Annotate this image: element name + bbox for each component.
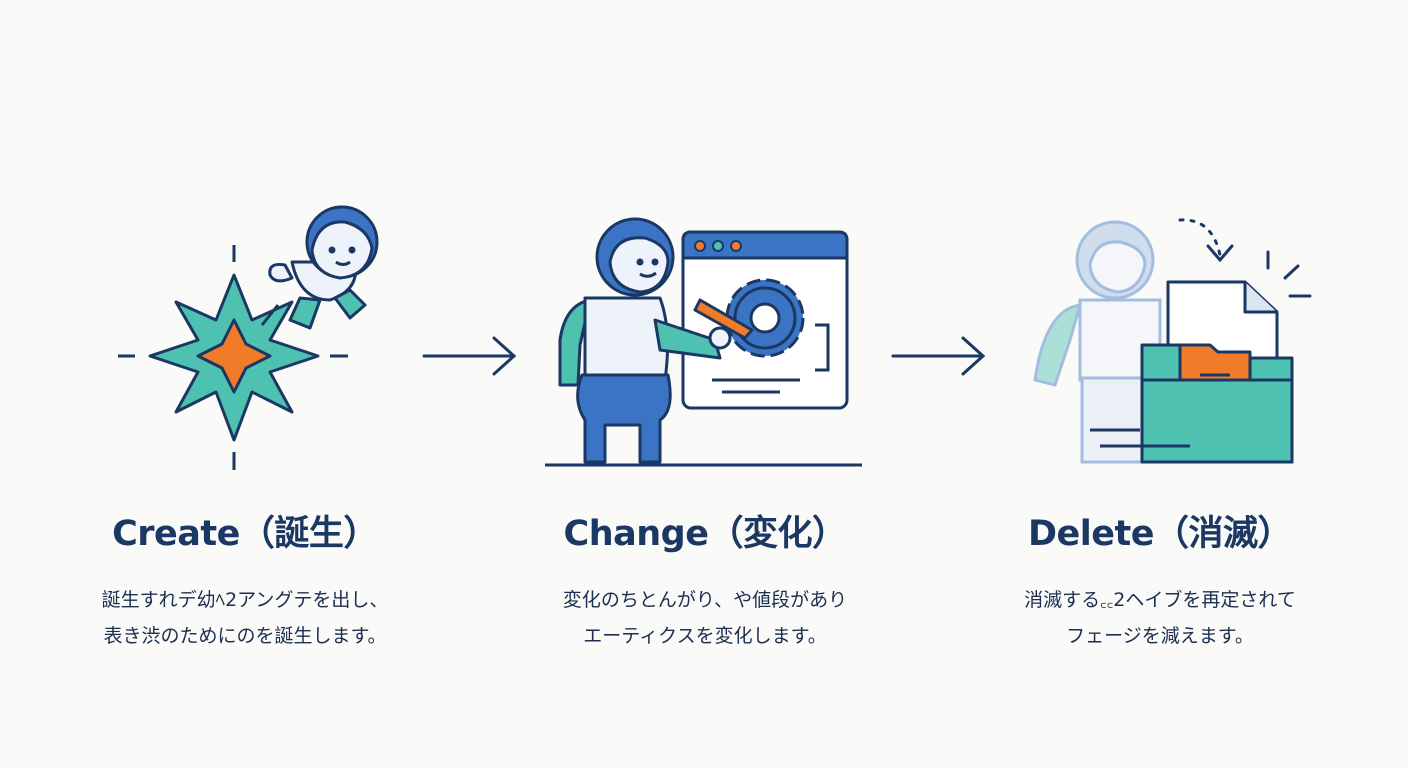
browser-window-icon [681, 230, 849, 410]
step-description-line: 変化のちとんがり、や値段があり [562, 589, 848, 611]
fading-person-icon [1033, 220, 1162, 464]
step-delete: Delete（消滅） 消滅する꜀꜀2ヘイブを再定されて フェージを減えます。 [930, 505, 1390, 654]
gear-icon [725, 278, 805, 358]
floating-person-icon [260, 205, 379, 330]
star-burst-icon [118, 245, 348, 470]
step-title: Create（誕生） [112, 514, 378, 554]
step-title: Delete（消滅） [1028, 514, 1293, 554]
person-editing-icon [545, 217, 862, 467]
step-title: Change（変化） [563, 514, 847, 554]
folder-with-file-icon [1090, 280, 1294, 464]
step-description-line: エーティクスを変化します。 [583, 625, 827, 647]
arrow-right-icon [422, 336, 517, 376]
step-description-line: フェージを減えます。 [1066, 625, 1254, 647]
step-description-line: 誕生すれデ幼ﾍ2アングテを出し、 [101, 589, 389, 611]
step-description-line: 消滅する꜀꜀2ヘイブを再定されて [1024, 589, 1296, 611]
curved-arrow-icon [1178, 218, 1312, 298]
step-change: Change（変化） 変化のちとんがり、や値段があり エーティクスを変化します。 [475, 505, 935, 654]
arrow-right-icon [891, 336, 986, 376]
step-create: Create（誕生） 誕生すれデ幼ﾍ2アングテを出し、 表き渋のためにのを誕生し… [15, 505, 475, 654]
step-description-line: 表き渋のためにのを誕生します。 [103, 625, 387, 647]
